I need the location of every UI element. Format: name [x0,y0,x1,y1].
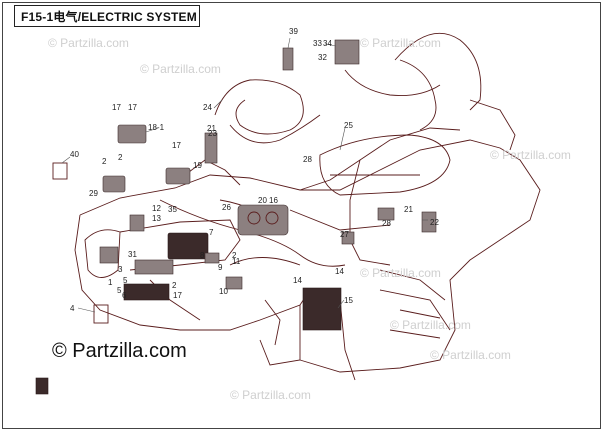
callout-label: 14 [293,276,302,285]
fuse-box [123,283,170,301]
callout-label: 27 [340,230,349,239]
regulator-rectifier [302,287,342,331]
callout-label: 2 [172,281,177,290]
leader-lines [61,37,428,313]
starter-relay [129,214,145,232]
callout-label: 8 [200,251,205,260]
relay-31 [99,246,119,264]
callout-label: 4 [70,304,75,313]
callout-label: 39 [289,27,298,36]
callout-label: 17 [128,103,137,112]
ignition-coil [204,132,218,164]
watermark: © Partzilla.com [48,36,129,50]
callout-label: 35 [168,205,177,214]
callout-label: 23 [208,129,217,138]
callout-label: 18-1 [148,123,165,132]
connector-8 [204,252,220,264]
watermark: © Partzilla.com [490,148,571,162]
callout-label: 17 [112,103,121,112]
callout-label: 5 [117,286,122,295]
callout-label: 19 [193,161,202,170]
callout-label: 17 [172,141,181,150]
callout-label: 29 [89,189,98,198]
battery [167,232,209,260]
clip-21b [341,231,355,245]
callout-label: 5 [123,276,128,285]
instrument-panel [237,204,289,236]
callout-label: 10 [219,287,228,296]
callout-label: 14 [335,267,344,276]
callout-label: 2 [102,157,107,166]
callout-label: 16 [269,196,278,205]
logo-chip [35,377,49,395]
callout-label: 13 [152,214,161,223]
callout-label: 33 [313,39,322,48]
callout-label: 22 [430,218,439,227]
ecu-module [117,124,147,144]
watermark: © Partzilla.com [390,318,471,332]
callout-label: 32 [318,53,327,62]
callout-label: 34 [323,39,332,48]
watermark: © Partzilla.com [430,348,511,362]
callout-label: 24 [203,103,212,112]
callout-label: 28 [382,219,391,228]
callout-label: 6 [122,291,127,300]
callout-label: 26 [222,203,231,212]
callout-label: 11 [232,257,241,266]
components [35,39,437,395]
callout-label: 28 [303,155,312,164]
callout-label: 1 [108,278,113,287]
brand-watermark: © Partzilla.com [52,340,187,362]
sensor-10 [225,276,243,290]
callout-label: 9 [218,263,223,272]
battery-tray [134,259,174,275]
callout-label: 7 [209,228,214,237]
callout-label: 12 [152,204,161,213]
vehicle-outline [74,32,541,381]
bracket-4 [93,304,109,324]
bracket-40 [52,162,68,180]
callout-label: 20 [258,196,267,205]
callout-label: 2 [118,153,123,162]
switch-21 [377,207,395,221]
relay-box [165,167,191,185]
callout-label: 25 [344,121,353,130]
watermark: © Partzilla.com [230,388,311,402]
callout-label: 21 [404,205,413,214]
callout-label: 31 [128,250,137,259]
connector-33 [334,39,360,65]
watermark: © Partzilla.com [360,36,441,50]
fuse-holder [102,175,126,193]
watermark: © Partzilla.com [360,266,441,280]
callout-label: 17 [173,291,182,300]
seat [319,134,451,196]
diagram-frame [2,2,601,429]
diagram-title: F15-1电气/ELECTRIC SYSTEM [14,5,200,27]
horn-22 [421,211,437,233]
callout-label: 2 [232,251,237,260]
watermark: © Partzilla.com [140,62,221,76]
callout-label: 40 [70,150,79,159]
callout-label: 21 [207,124,216,133]
callout-labels: 39 33 34 32 24 23 17 17 18-1 21 40 2 2 1… [70,27,439,313]
callout-label: 15 [344,296,353,305]
callout-label: 3 [118,265,123,274]
